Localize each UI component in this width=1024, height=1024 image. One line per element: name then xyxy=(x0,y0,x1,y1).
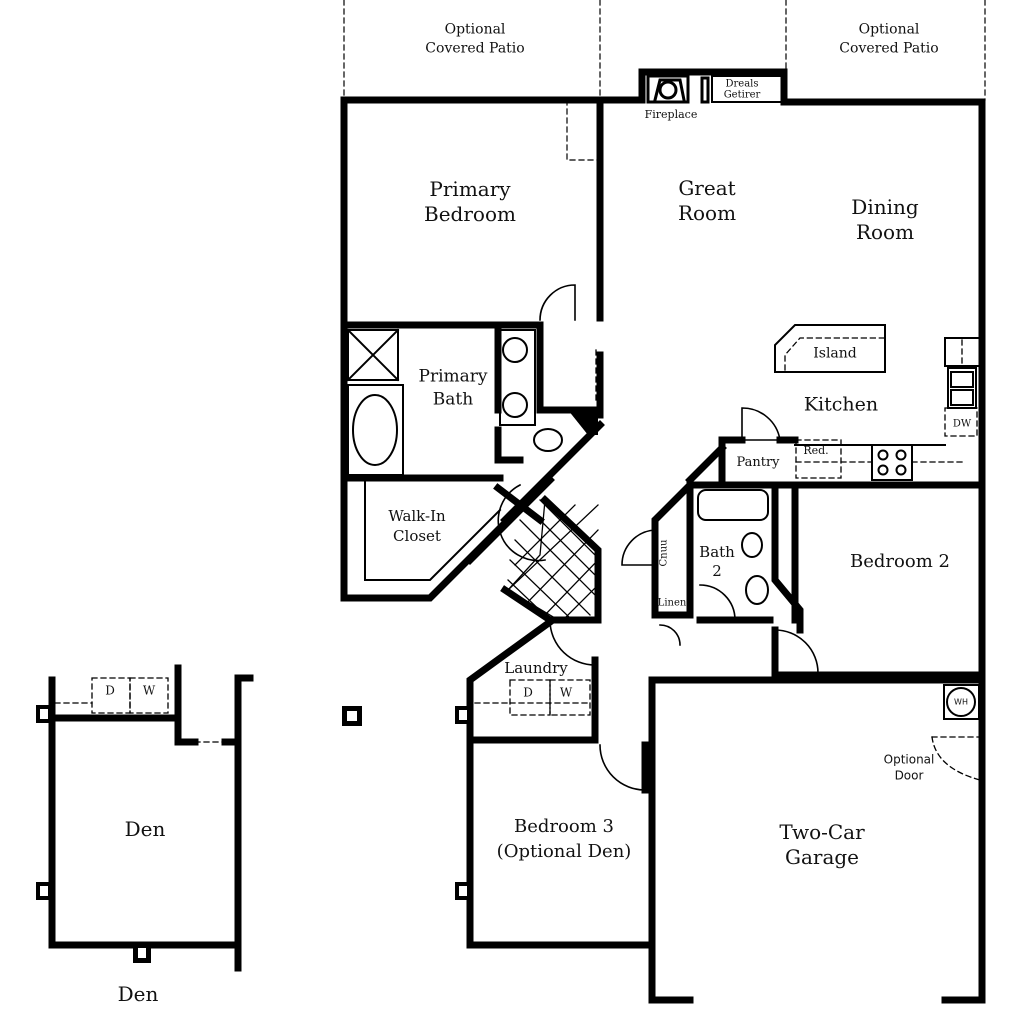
fireplace-label: Fireplace xyxy=(644,107,698,121)
primary-bedroom-label-line2: Bedroom xyxy=(424,202,516,226)
garage-label-line2: Garage xyxy=(784,845,860,869)
bedroom3-label-line2: (Optional Den) xyxy=(496,841,632,863)
fireplace-unit xyxy=(646,74,783,104)
patio-right-label-line1: Optional xyxy=(858,21,920,38)
garage-label-line1: Two-Car xyxy=(779,820,865,844)
primary-bath-label-line2: Bath xyxy=(432,389,474,410)
tile-floor xyxy=(506,498,599,619)
patio-left-label-line1: Optional xyxy=(444,21,506,38)
optional-door-label-line1: Optional xyxy=(883,752,935,767)
walk-in-closet-label-line1: Walk-In xyxy=(388,506,446,525)
dreals-label-line2: Getirer xyxy=(723,89,761,101)
den-caption: Den xyxy=(117,982,159,1006)
great-room-label-line1: Great xyxy=(678,176,736,200)
dining-room-label-line1: Dining xyxy=(851,195,919,219)
primary-bedroom-label-line1: Primary xyxy=(429,177,511,201)
refrigerator-label: Red. xyxy=(803,443,829,457)
water-heater-label: WH xyxy=(954,697,968,707)
den-dryer-label: D xyxy=(105,683,115,698)
washer-label: W xyxy=(559,685,573,700)
great-room-label-line2: Room xyxy=(677,201,737,225)
bath2-label-line2: 2 xyxy=(712,561,722,580)
bedroom2-label: Bedroom 2 xyxy=(850,551,950,573)
dining-room-label-line2: Room xyxy=(855,220,915,244)
dryer-label: D xyxy=(523,685,533,700)
optional-door-label-line2: Door xyxy=(894,768,924,783)
bath-fixtures xyxy=(346,324,981,720)
den-washer-label: W xyxy=(142,683,156,698)
den-room-label: Den xyxy=(124,817,166,841)
bath2-label-line1: Bath xyxy=(699,542,735,561)
linen-label: Linen xyxy=(657,597,687,609)
primary-bath-label-line1: Primary xyxy=(418,366,488,387)
laundry-label: Laundry xyxy=(504,658,568,677)
appliance-dashes xyxy=(474,101,981,781)
walk-in-closet-label-line2: Closet xyxy=(393,526,441,545)
patio-left-label-line2: Covered Patio xyxy=(425,40,525,57)
exterior-walls xyxy=(340,68,986,1004)
island-label: Island xyxy=(813,345,857,362)
kitchen-label: Kitchen xyxy=(803,393,879,416)
door-swings xyxy=(497,284,819,791)
bed-alcove-dashed xyxy=(566,99,599,161)
dreals-label-line1: Dreals xyxy=(725,78,759,90)
bedroom3-label-line1: Bedroom 3 xyxy=(514,816,614,838)
pantry-label: Pantry xyxy=(736,454,780,470)
dishwasher-label: DW xyxy=(952,418,972,430)
coat-closet-label: Cnuu xyxy=(658,539,670,567)
patio-right-label-line2: Covered Patio xyxy=(839,40,939,57)
